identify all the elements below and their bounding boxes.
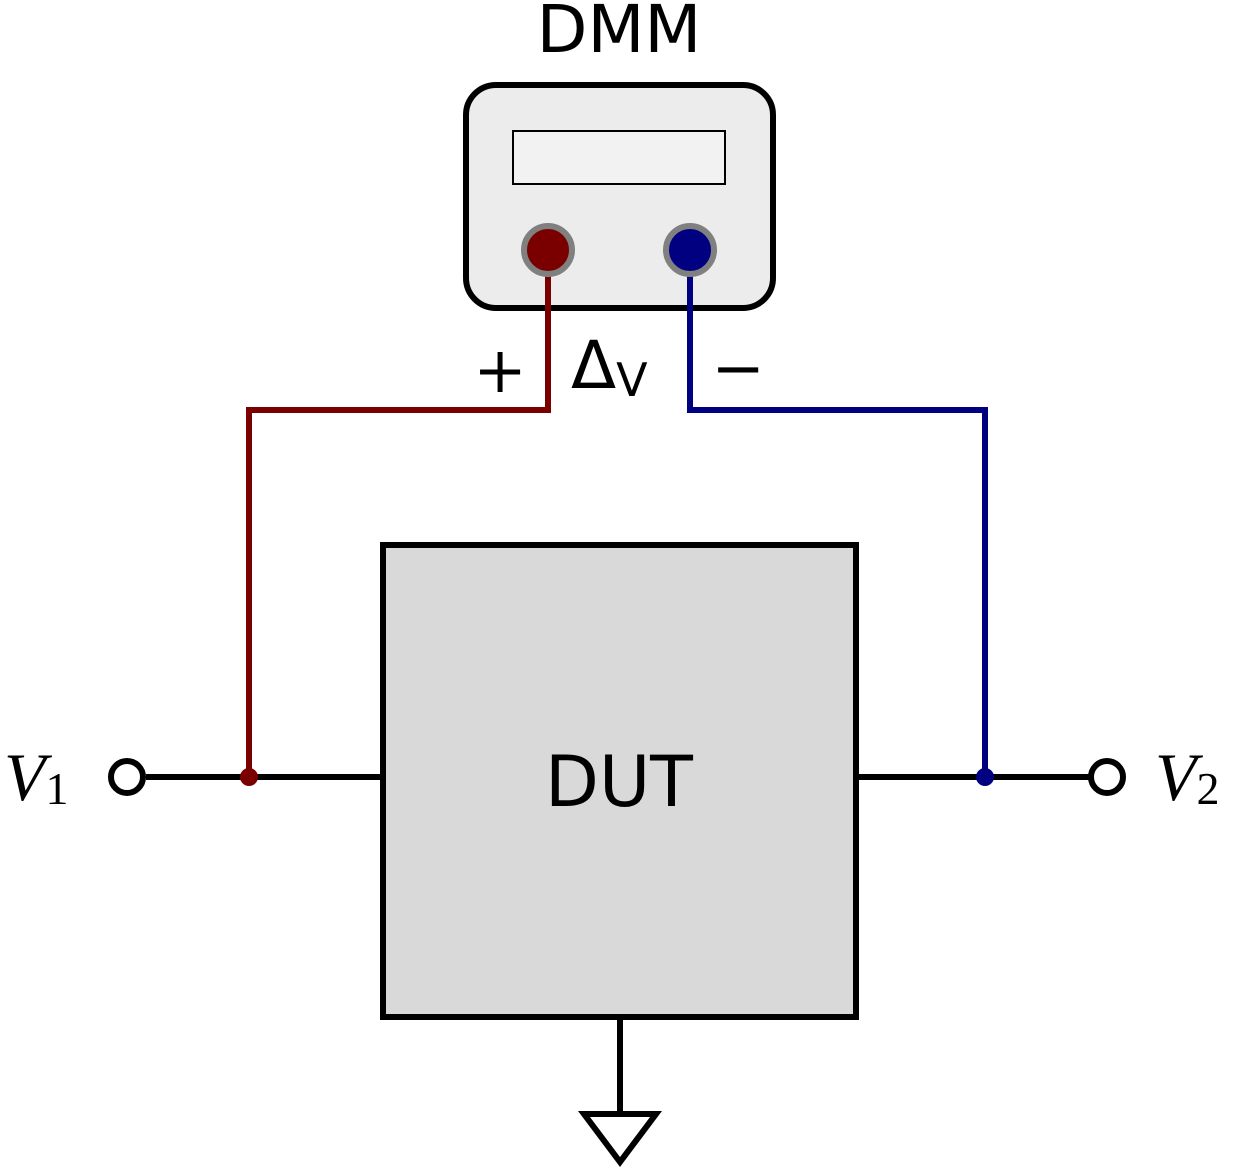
minus-sign: − [711,332,765,406]
dmm-display [512,130,726,185]
right-terminal[interactable] [1088,758,1126,796]
negative-jack[interactable] [663,223,717,277]
v1-subscript: 1 [46,763,69,814]
negative-junction-dot [976,768,994,786]
v1-symbol: V [4,739,53,815]
left-terminal[interactable] [108,758,146,796]
delta-symbol: Δ [571,327,616,404]
positive-jack[interactable] [521,223,575,277]
delta-subscript: V [616,353,648,407]
v2-symbol: V [1155,739,1204,815]
dut-label: DUT [545,741,693,823]
delta-v-label: ΔV [571,327,648,407]
positive-lead-wire [246,250,551,777]
v1-label: V1 [4,739,69,815]
v2-subscript: 2 [1197,763,1220,814]
dut-block [380,542,859,1020]
negative-lead-wire [687,250,988,777]
v2-label: V2 [1155,739,1220,815]
dmm-body [463,82,776,311]
dmm-title: DMM [537,0,702,68]
positive-junction-dot [240,768,258,786]
plus-sign: + [473,334,527,408]
ground-symbol [578,1111,662,1167]
